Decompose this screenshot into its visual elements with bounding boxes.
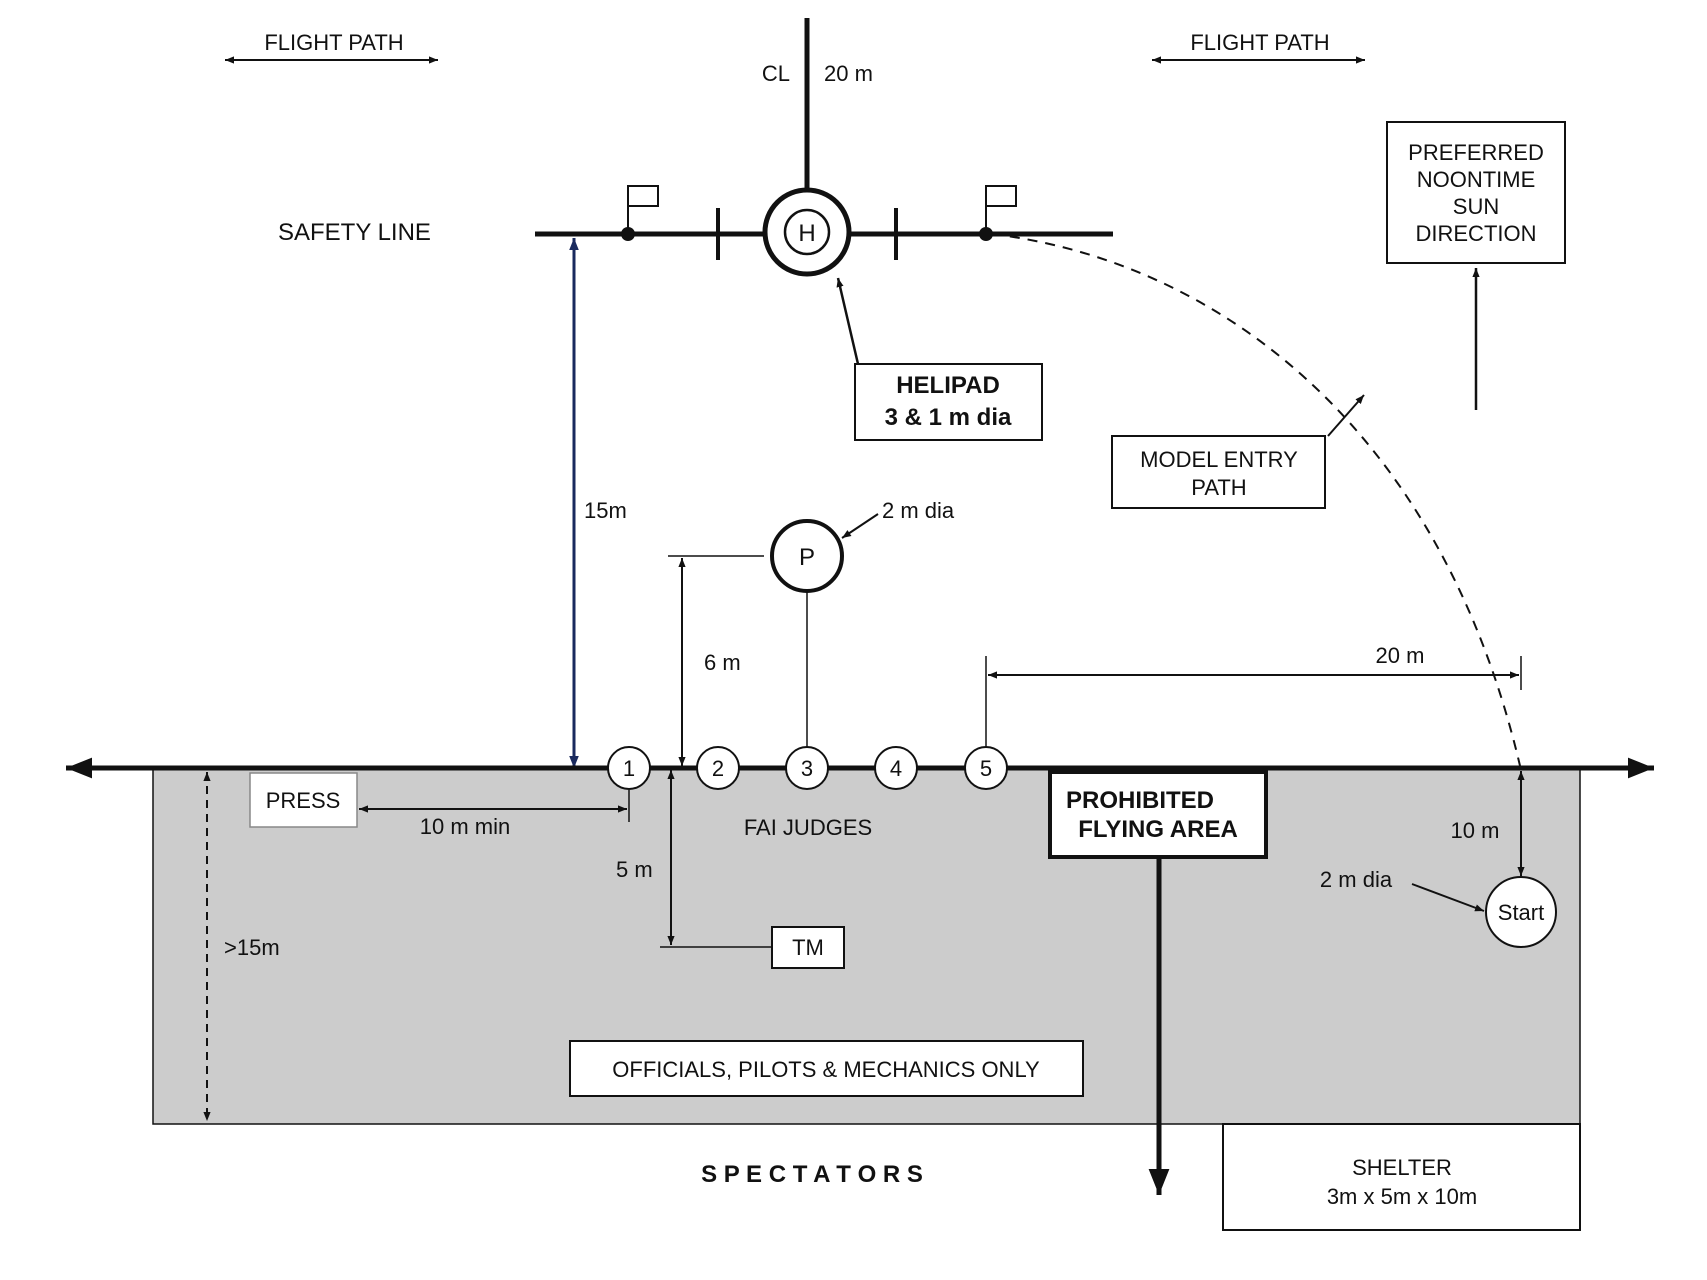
svg-text:4: 4 [890, 756, 902, 781]
preferred-sun-line-4: DIRECTION [1416, 221, 1537, 246]
judge-position-5: 5 [964, 746, 1008, 790]
flight-path-left-label: FLIGHT PATH [264, 30, 403, 55]
fai-judges-label: FAI JUDGES [744, 815, 872, 840]
judge-position-2: 2 [696, 746, 740, 790]
helipad-pointer [836, 277, 860, 365]
cl-distance-label: 20 m [824, 61, 873, 86]
helipad-callout-box [854, 363, 1043, 441]
start-offset-label: 20 m [1376, 643, 1425, 668]
pilot-size-pointer [841, 513, 879, 539]
flag-right-icon [979, 185, 1017, 241]
svg-text:3: 3 [801, 756, 813, 781]
area-depth-label: >15m [224, 935, 280, 960]
prohibited-area-box [1048, 770, 1268, 859]
svg-text:2: 2 [712, 756, 724, 781]
preferred-sun-line-3: SUN [1453, 194, 1499, 219]
start-size-pointer [1411, 883, 1485, 912]
safety-line-label: SAFETY LINE [278, 219, 431, 246]
flight-path-right-label: FLIGHT PATH [1190, 30, 1329, 55]
judge-position-1: 1 [607, 746, 651, 790]
model-entry-path [991, 233, 1522, 771]
tm-label: TM [792, 935, 824, 960]
shelter-title: SHELTER [1352, 1155, 1452, 1180]
pilot-size-label: 2 m dia [882, 498, 955, 523]
prohibited-line-2: FLYING AREA [1078, 816, 1238, 843]
flag-left-icon [621, 185, 659, 241]
pilot-marker-label: P [799, 544, 815, 571]
officials-label: OFFICIALS, PILOTS & MECHANICS ONLY [612, 1057, 1040, 1082]
tm-box [771, 926, 845, 969]
pilot-distance-label: 6 m [704, 650, 741, 675]
cl-label: CL [762, 61, 790, 86]
start-circle-icon [1485, 876, 1557, 948]
press-distance-label: 10 m min [420, 814, 510, 839]
helipad-marker-label: H [798, 220, 815, 247]
shelter-box [1222, 1123, 1581, 1231]
svg-text:1: 1 [623, 756, 635, 781]
preferred-sun-line-2: NOONTIME [1417, 167, 1536, 192]
judge-position-4: 4 [874, 746, 918, 790]
preferred-sun-line-1: PREFERRED [1408, 140, 1544, 165]
press-box [249, 772, 358, 828]
helipad-title: HELIPAD [896, 372, 1000, 399]
start-distance-label: 10 m [1451, 818, 1500, 843]
safety-distance-label: 15m [584, 498, 627, 523]
model-entry-pointer [1327, 394, 1365, 437]
officials-box [569, 1040, 1084, 1097]
shelter-size: 3m x 5m x 10m [1327, 1184, 1477, 1209]
svg-text:5: 5 [980, 756, 992, 781]
model-entry-line-2: PATH [1191, 475, 1246, 500]
start-size-label: 2 m dia [1320, 867, 1393, 892]
prohibited-line-1: PROHIBITED [1066, 787, 1214, 814]
press-label: PRESS [266, 788, 341, 813]
model-entry-box [1111, 435, 1326, 509]
helipad-icon [762, 187, 852, 277]
helipad-size: 3 & 1 m dia [885, 404, 1012, 431]
preferred-sun-box [1386, 121, 1566, 264]
tm-distance-label: 5 m [616, 857, 653, 882]
model-entry-line-1: MODEL ENTRY [1140, 447, 1298, 472]
judge-position-3: 3 [785, 746, 829, 790]
start-label: Start [1498, 900, 1544, 925]
spectators-label: S P E C T A T O R S [701, 1161, 923, 1188]
